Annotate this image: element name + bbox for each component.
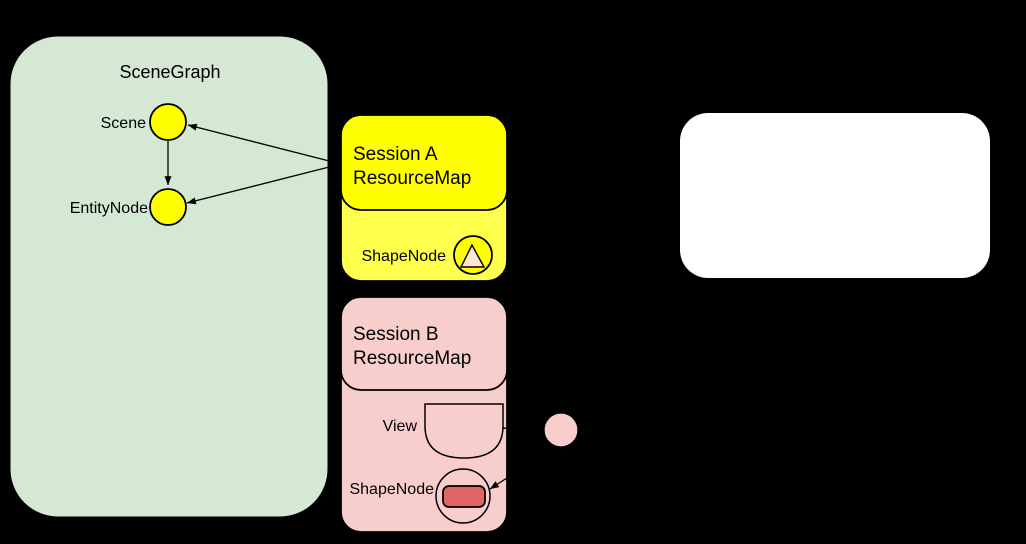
session-a-resourcemap: Session A ResourceMap ShapeNode (340, 114, 508, 282)
arrow-session-a-to-entitynode (186, 163, 342, 205)
session-b-view-label: View (383, 418, 418, 435)
session-b-header (340, 296, 508, 391)
session-b-red-shape (442, 485, 486, 508)
arrow-session-a-to-scene (187, 123, 342, 165)
session-b-resourcemap: Session B ResourceMap View ShapeNode (340, 296, 545, 533)
entitynode-node (149, 188, 187, 226)
arrow-proxy-to-shapenode (489, 445, 557, 490)
entitynode-node-label: EntityNode (70, 200, 148, 217)
session-a-shapenode-label: ShapeNode (361, 248, 446, 265)
scenegraph-title: SceneGraph (119, 62, 220, 82)
scene-node-label: Scene (101, 115, 146, 132)
session-b-title-line2: ResourceMap (353, 348, 471, 369)
proxy-node (543, 412, 579, 448)
scene-node (149, 103, 187, 141)
session-b-view-shape (424, 403, 504, 459)
view-to-proxy-connector (500, 427, 545, 431)
session-a-header (340, 114, 508, 211)
session-b-title-line1: Session B (353, 324, 439, 345)
session-a-title-line1: Session A (353, 144, 438, 165)
session-a-title-line2: ResourceMap (353, 168, 471, 189)
session-b-shapenode-label: ShapeNode (349, 481, 434, 498)
white-panel (680, 113, 990, 278)
scenegraph-container (9, 35, 329, 518)
session-a-triangle-shape (459, 243, 486, 268)
